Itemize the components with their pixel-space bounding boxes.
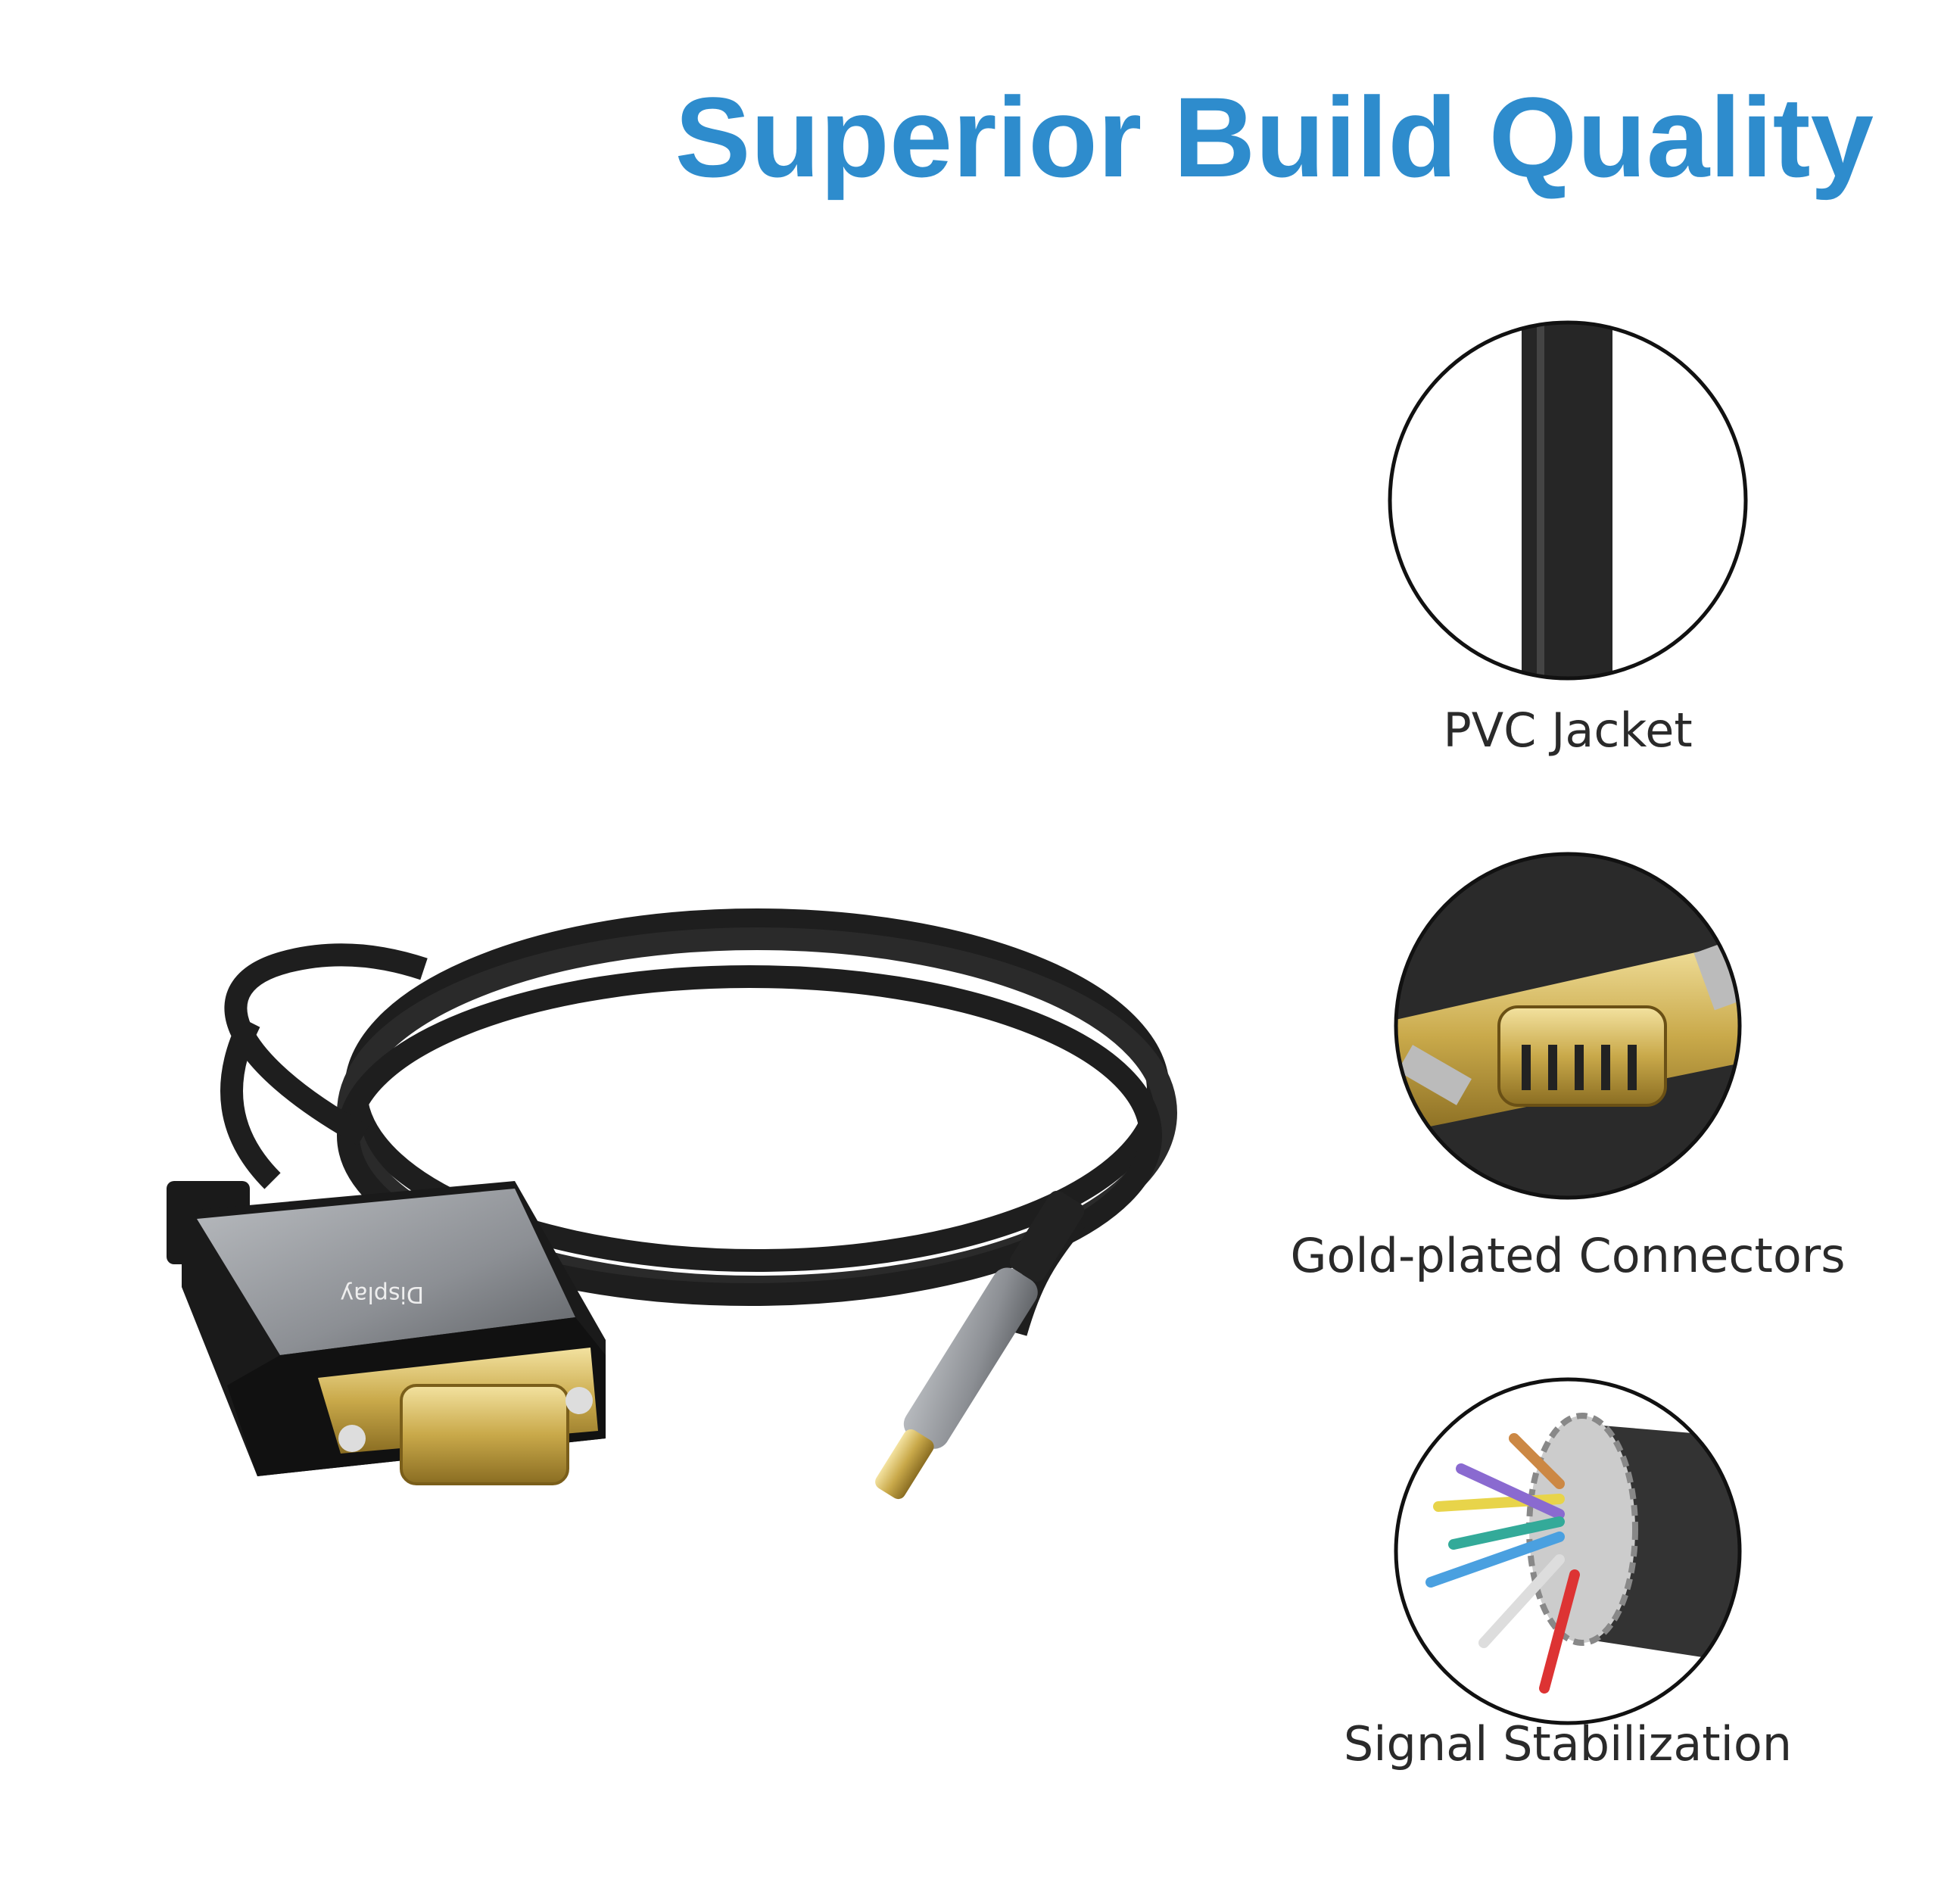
feature-label-gold-plated: Gold-plated Connectors	[1290, 1228, 1846, 1283]
usb-c-connector	[875, 1190, 1085, 1500]
feature-circle-3	[1394, 1377, 1742, 1725]
page-title: Superior Build Quality	[675, 73, 1874, 201]
gold-connector-image	[1396, 854, 1740, 1198]
feature-circle-2	[1394, 852, 1742, 1200]
feature-label-pvc-jacket: PVC Jacket	[1443, 703, 1693, 758]
vga-connector: Display	[167, 1181, 606, 1485]
feature-circle-1	[1388, 320, 1748, 681]
shielded-wires-image	[1396, 1379, 1740, 1723]
connector-logo: Display	[340, 1281, 424, 1307]
pvc-jacket-image	[1390, 323, 1746, 678]
feature-label-signal-stabilization: Signal Stabilization	[1343, 1716, 1793, 1772]
